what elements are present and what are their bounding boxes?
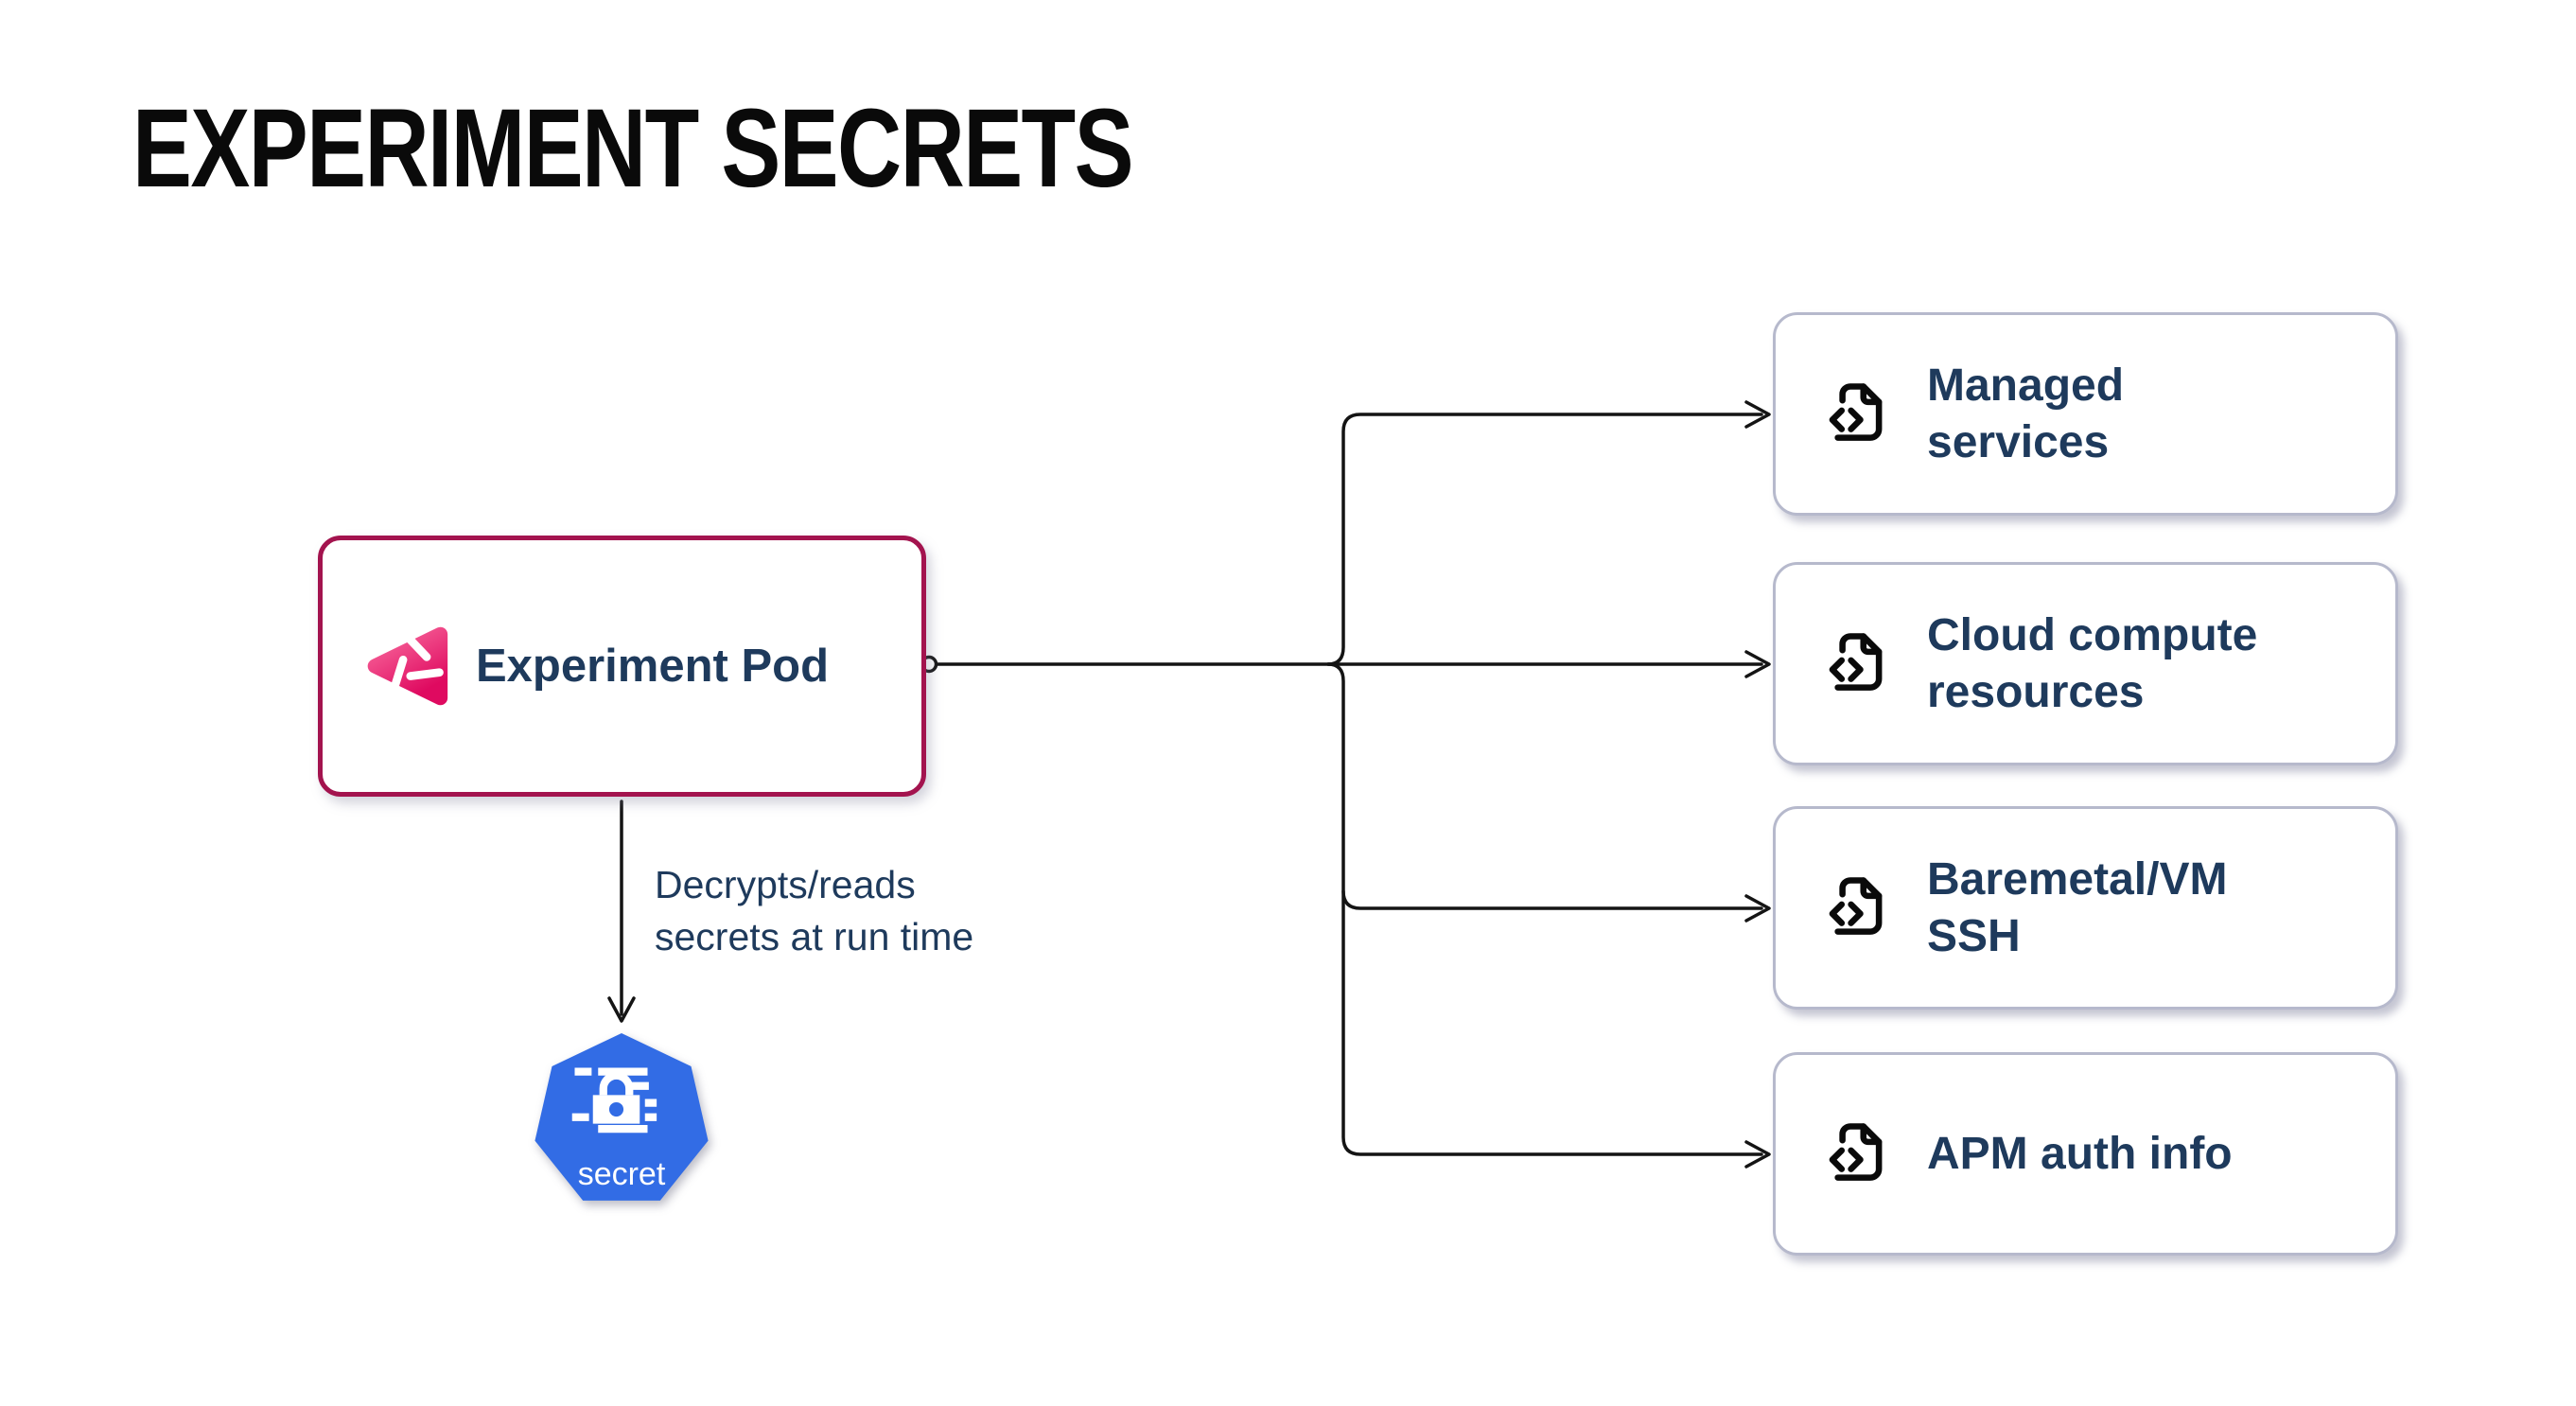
arrowhead-box3 (1744, 894, 1771, 923)
target-label-line: Baremetal/VM (1927, 854, 2228, 905)
annotation-line-2: secrets at run time (655, 914, 974, 958)
target-label-line: resources (1927, 666, 2145, 717)
target-box-baremetal-vm-ssh: Baremetal/VM SSH (1773, 806, 2398, 1010)
experiment-pod-label: Experiment Pod (476, 641, 830, 692)
target-label: APM auth info (1927, 1126, 2233, 1182)
arrowhead-box2 (1744, 650, 1771, 678)
arrowhead-secret (607, 996, 636, 1023)
target-box-managed-services: Managed services (1773, 312, 2398, 516)
target-box-apm-auth-info: APM auth info (1773, 1052, 2398, 1256)
target-label: Cloud compute resources (1927, 607, 2257, 719)
wire-up (1326, 413, 1763, 666)
target-label-line: APM auth info (1927, 1128, 2233, 1179)
kubernetes-secret-node: secret (533, 1033, 710, 1209)
experiment-pod-node: Experiment Pod (318, 536, 926, 797)
file-code-icon (1829, 382, 1883, 441)
target-label-line: Managed (1927, 360, 2125, 412)
arrowhead-box1 (1744, 400, 1771, 429)
file-code-icon (1829, 1122, 1883, 1181)
wire-down (1326, 662, 1763, 1156)
target-box-cloud-compute: Cloud compute resources (1773, 562, 2398, 765)
file-code-icon (1829, 632, 1883, 691)
target-label: Managed services (1927, 358, 2124, 469)
decrypts-annotation: Decrypts/reads secrets at run time (655, 859, 973, 962)
target-label-line: SSH (1927, 910, 2021, 961)
target-label: Baremetal/VM SSH (1927, 852, 2227, 963)
diagram-title: EXPERIMENT SECRETS (132, 86, 1134, 211)
file-code-icon (1829, 876, 1883, 935)
target-label-line: services (1927, 416, 2110, 467)
secret-lock-icon (571, 1067, 657, 1134)
annotation-line-1: Decrypts/reads (655, 863, 916, 906)
secret-node-label: secret (577, 1156, 666, 1192)
arrowhead-box4 (1744, 1140, 1771, 1169)
wire-branch3 (1341, 889, 1763, 910)
litmus-logo-icon (367, 626, 448, 706)
target-label-line: Cloud compute (1927, 610, 2258, 661)
